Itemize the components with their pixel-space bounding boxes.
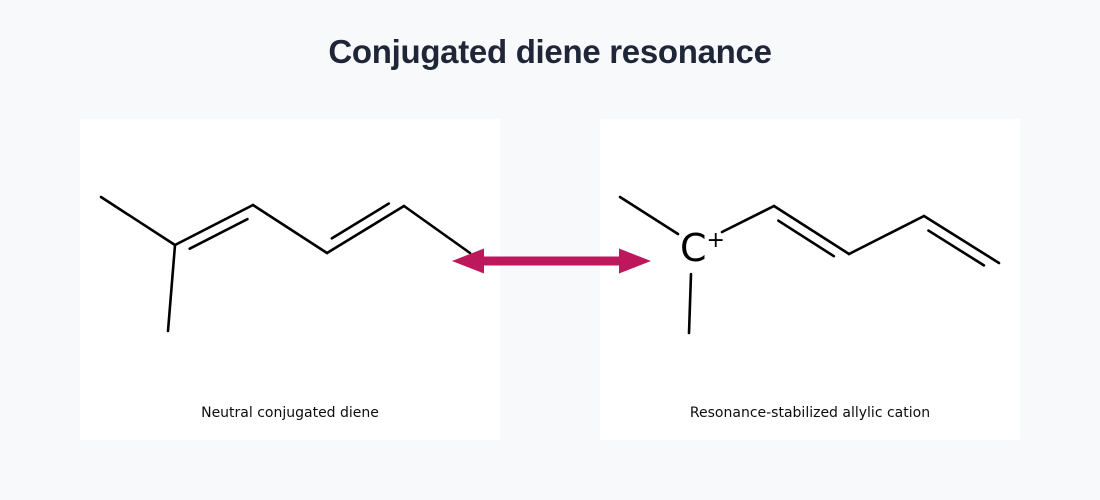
bond-line: [777, 219, 836, 258]
bond-line: [922, 214, 1001, 265]
bond-line: [325, 204, 406, 255]
bond-line: [99, 195, 177, 247]
resonance-arrow-shape: [452, 248, 651, 274]
bond-line: [720, 204, 776, 234]
bond-line: [188, 217, 249, 250]
carbocation-label: C+: [680, 226, 725, 270]
molecule-neutral-diene: [99, 195, 472, 333]
bond-line: [687, 272, 693, 335]
bond-line: [251, 203, 329, 255]
caption-neutral-diene: Neutral conjugated diene: [201, 405, 379, 421]
panel-neutral-diene: Neutral conjugated diene: [80, 119, 500, 440]
bond-line: [847, 214, 926, 256]
bond-line: [330, 202, 391, 240]
bond-line: [618, 195, 680, 236]
bond-line: [166, 243, 177, 333]
panel-allylic-cation: C+ Resonance-stabilized allylic cation: [600, 119, 1020, 440]
bond-line: [402, 204, 472, 255]
bond-line: [772, 204, 851, 256]
resonance-arrow-icon: [452, 248, 651, 274]
caption-allylic-cation: Resonance-stabilized allylic cation: [689, 405, 931, 421]
bond-line: [927, 229, 986, 267]
plus-charge-label: +: [707, 228, 725, 253]
bond-line: [173, 203, 255, 247]
page-title: Conjugated diene resonance: [328, 33, 772, 70]
molecule-allylic-cation: C+: [618, 195, 1001, 335]
